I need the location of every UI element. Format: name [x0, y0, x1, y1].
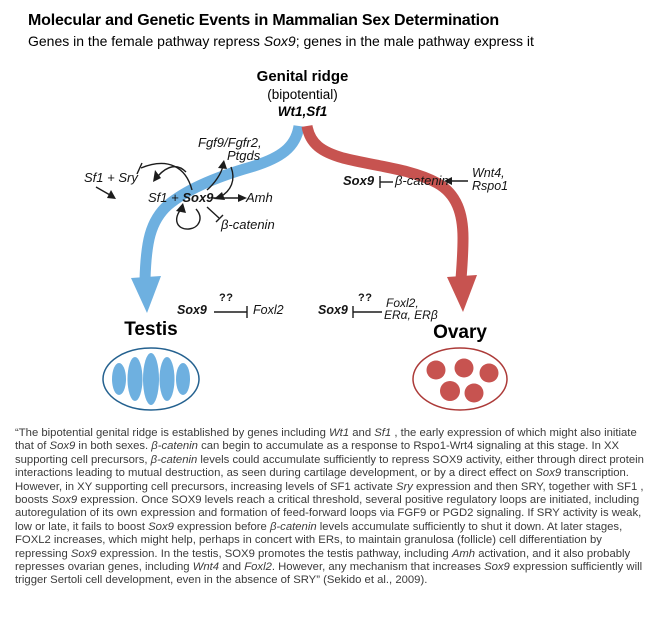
question-left-label: ?? — [219, 292, 234, 304]
follicle-icon — [464, 383, 484, 403]
amh-arrowhead-icon — [238, 194, 247, 202]
genital-ridge-label: Genital ridge — [256, 68, 349, 85]
foxl2-right-label: Foxl2, — [386, 296, 419, 310]
sox9-right-label: Sox9 — [343, 173, 375, 188]
ptgds-label: Ptgds — [227, 148, 261, 163]
fgf-to-sox9-arrowhead-icon — [153, 170, 161, 182]
er-alpha-beta-label: ERα, ERβ — [384, 308, 438, 322]
sox9-represses-sry-tbar-icon — [136, 162, 143, 175]
tubule-icon — [159, 357, 175, 401]
autoregulation-arrowhead-icon — [176, 203, 186, 213]
sox9-represses-bcatenin-tbar-icon — [215, 214, 224, 223]
female-pathway-ribbon — [301, 124, 469, 280]
sox9-represses-bcatenin-line — [206, 206, 220, 219]
beta-catenin-left-label: β-catenin — [221, 217, 275, 232]
sox9-bottom-left-label: Sox9 — [177, 303, 207, 317]
figure-caption: “The bipotential genital ridge is establ… — [15, 427, 644, 587]
beta-catenin-right-label: β-catenin — [395, 173, 449, 188]
female-pathway-arrowhead-icon — [447, 275, 477, 312]
genital-ridge-node: Genital ridge (bipotential) Wt1,Sf1 — [210, 68, 395, 121]
wnt4-label: Wnt4, — [472, 166, 505, 180]
fgf9-fgfr2-label: Fgf9/Fgfr2, — [198, 135, 262, 150]
sox9-to-ptgds-arrowhead-icon — [218, 160, 227, 169]
tubule-icon — [127, 357, 143, 401]
fgf-to-sox9-arc — [157, 165, 187, 177]
sox9-represses-sry-arc — [140, 162, 193, 191]
ovary-follicles — [426, 358, 499, 403]
question-right-label: ?? — [358, 292, 373, 304]
tubule-icon — [176, 363, 190, 395]
tubule-icon — [112, 363, 126, 395]
sry-activates-sox9-arrowhead-icon — [107, 190, 116, 199]
sox9-bottom-right-label: Sox9 — [318, 303, 348, 317]
wt1-sf1-label: Wt1,Sf1 — [277, 103, 328, 119]
bipotential-label: (bipotential) — [267, 86, 338, 102]
testis-label: Testis — [124, 319, 178, 340]
wnt4-arrowhead-icon — [444, 177, 452, 185]
figure-title: Molecular and Genetic Events in Mammalia… — [28, 12, 500, 29]
sox9-autoregulation-loop — [175, 207, 201, 230]
follicle-icon — [426, 360, 446, 380]
foxl2-left-label: Foxl2 — [253, 303, 284, 317]
sf1-sry-label: Sf1 + Sry — [84, 170, 138, 185]
follicle-icon — [440, 381, 460, 401]
testis-tubules — [112, 353, 190, 405]
sf1-sox9-label: Sf1 + Sox9 — [148, 190, 214, 205]
arrowheads — [107, 160, 452, 213]
follicle-icon — [479, 363, 499, 383]
amh-label: Amh — [246, 190, 273, 205]
follicle-icon — [454, 358, 474, 378]
ptgds-to-sox9-arrowhead-icon — [214, 192, 225, 200]
ovary-label: Ovary — [433, 322, 487, 343]
tubule-icon — [143, 353, 159, 405]
male-pathway-arrowhead-icon — [131, 276, 161, 313]
rspo1-label: Rspo1 — [472, 179, 509, 193]
male-pathway-ribbon — [139, 124, 305, 281]
sry-activates-sox9-arrow — [95, 186, 111, 196]
figure-subtitle: Genes in the female pathway repress Sox9… — [28, 33, 534, 49]
